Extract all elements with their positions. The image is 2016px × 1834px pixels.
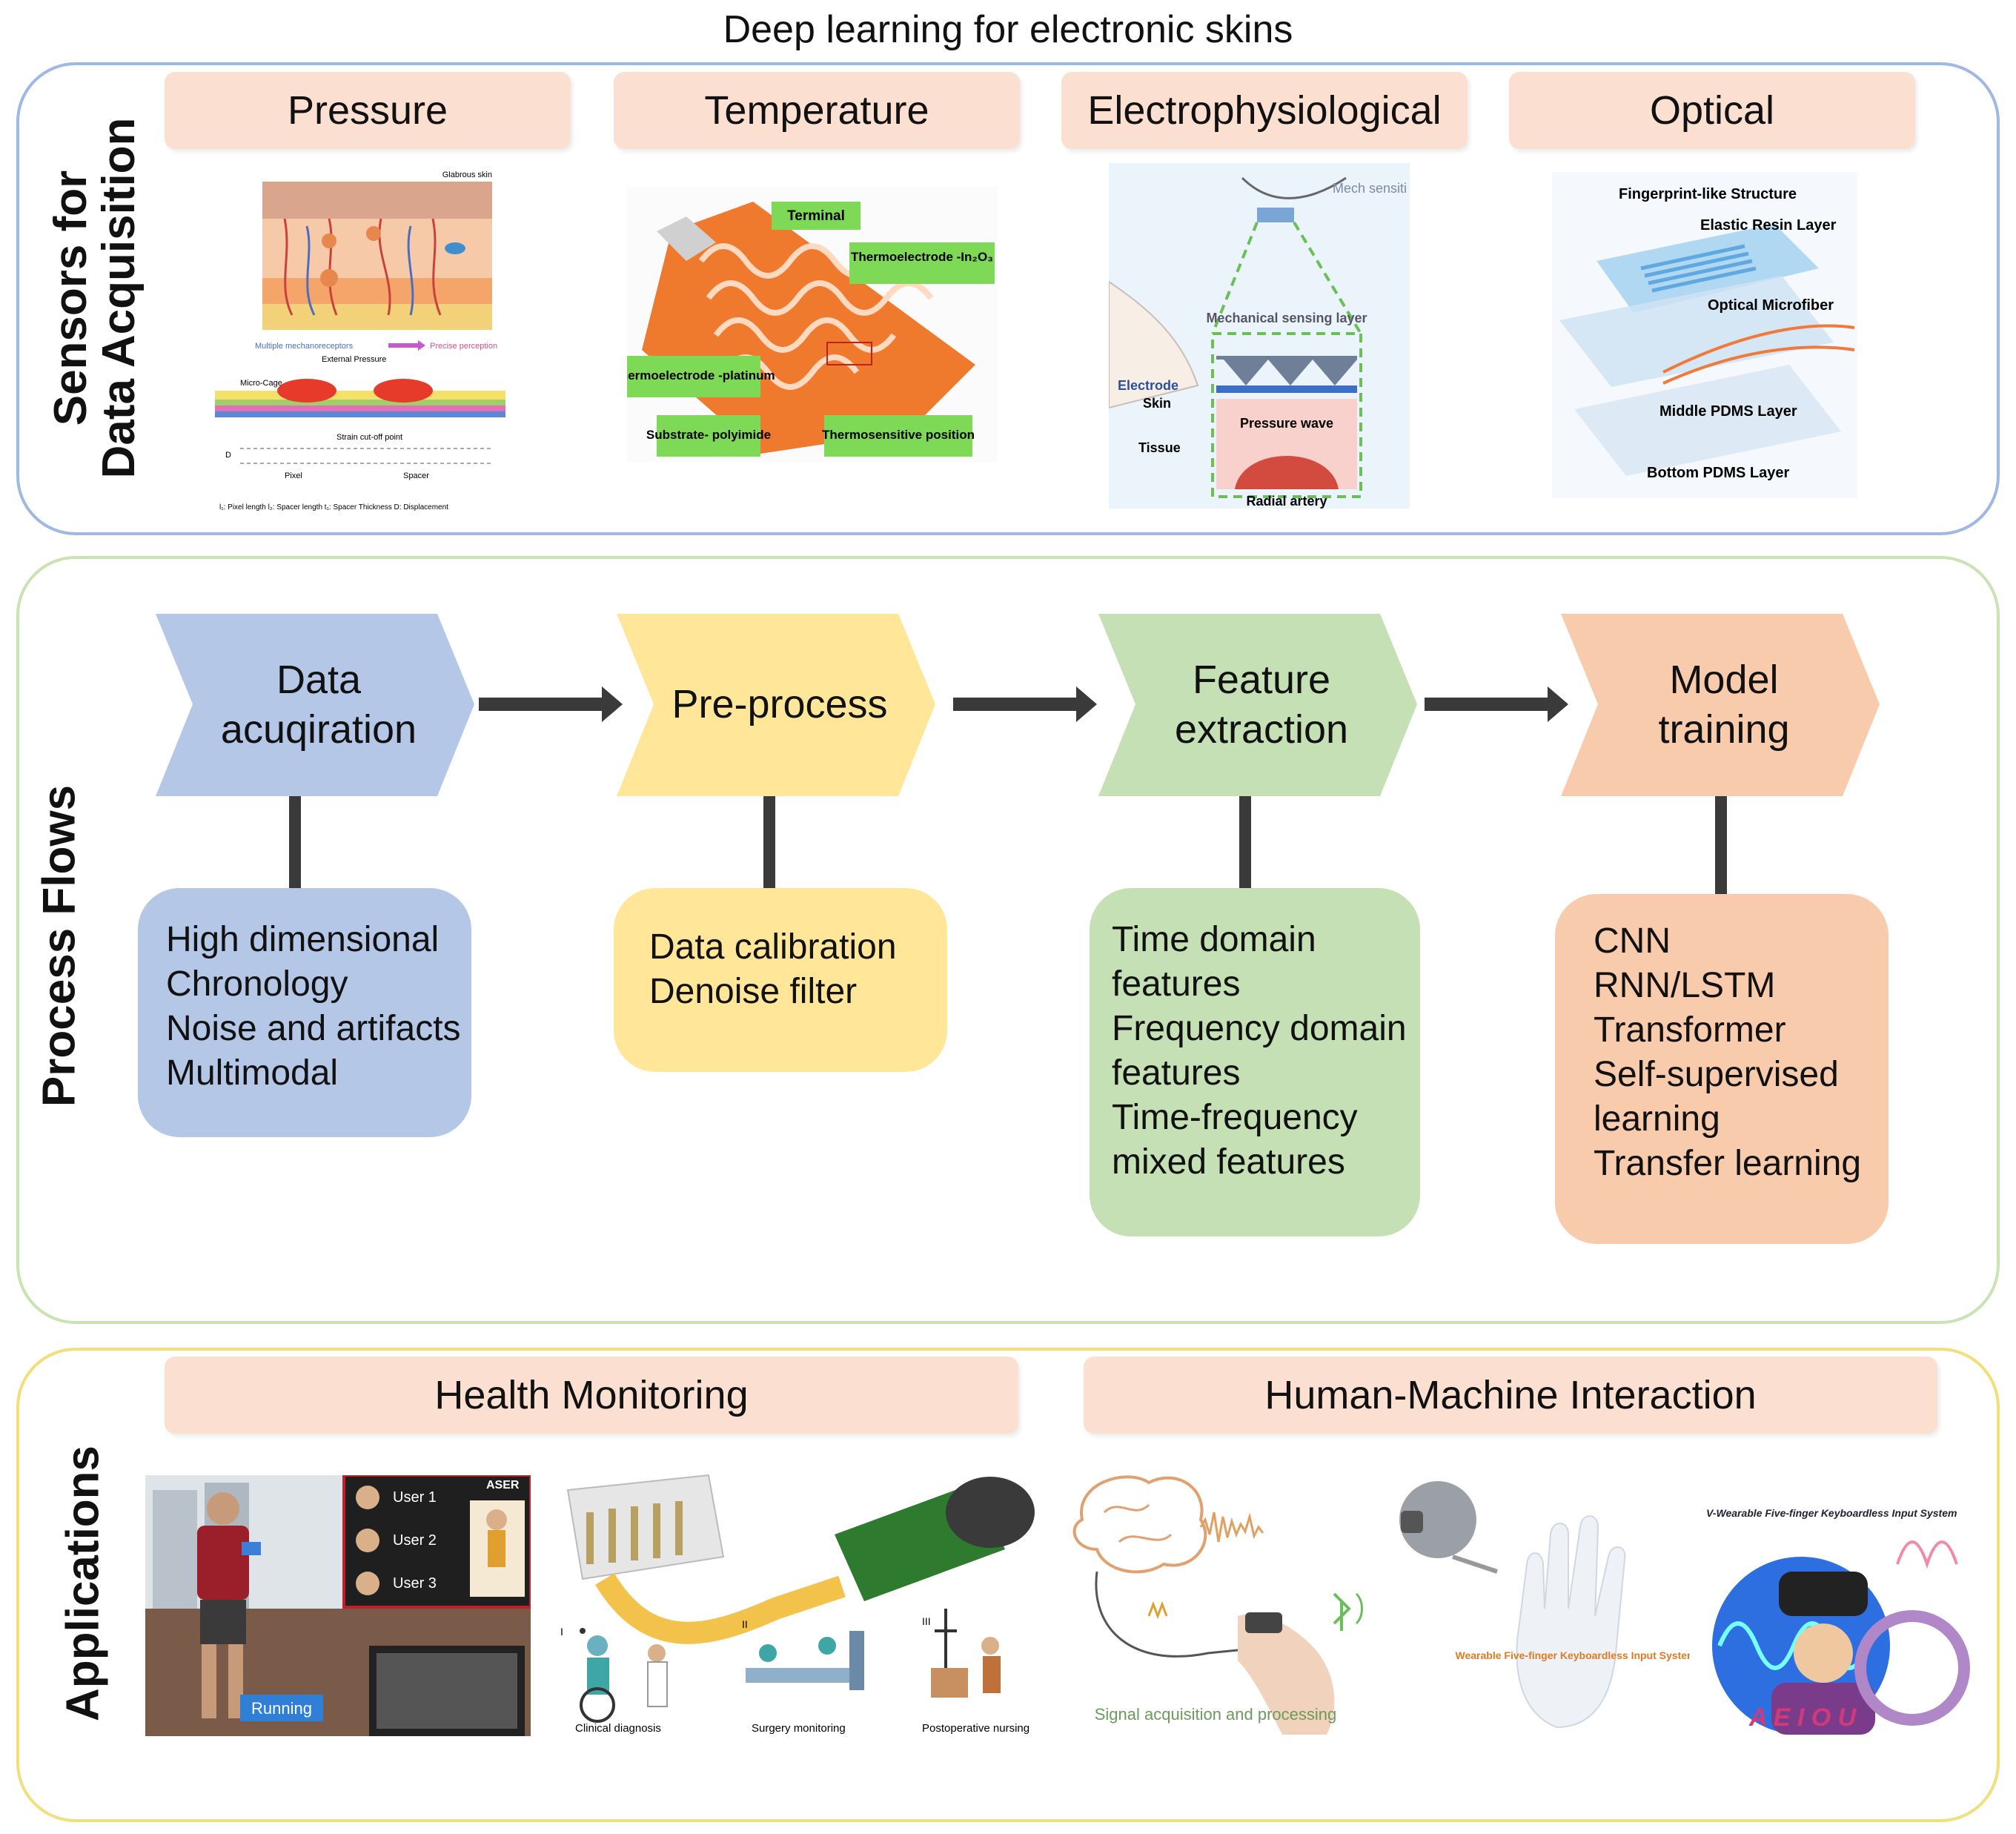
pressure-external-label: External Pressure <box>322 355 386 364</box>
temp-position-label: Thermosensitive position <box>822 428 975 442</box>
temp-substrate-label: Substrate- polyimide <box>646 428 771 442</box>
vowels-label: A E I O U <box>1748 1704 1857 1732</box>
arrow-2 <box>953 686 1097 722</box>
arrow-1 <box>479 686 623 722</box>
pressure-micro-label: Micro-Cage <box>240 379 282 388</box>
keyboard-caption: Wearable Five-finger Keyboardless Input … <box>1456 1649 1690 1661</box>
running-demo-image: User 1 User 2 User 3 ASER Running <box>145 1474 532 1736</box>
user-2-label: User 2 <box>393 1532 437 1549</box>
clinical-applications-image: I II III Clinical diagnosis Surgery moni… <box>560 1468 1035 1739</box>
pressure-legend: l₁: Pixel length l₂: Spacer length t₁: S… <box>219 503 448 512</box>
pressure-d-label: D <box>225 451 231 460</box>
vr-title: V-Wearable Five-finger Keyboardless Inpu… <box>1706 1507 1957 1519</box>
category-optical: Optical <box>1509 72 1915 149</box>
connector-3 <box>1239 796 1251 888</box>
running-label: Running <box>251 1699 312 1718</box>
right-label: R <box>1924 1668 1936 1686</box>
optical-fingerprint-label: Fingerprint-like Structure <box>1619 186 1797 202</box>
aser-label: ASER <box>486 1479 520 1492</box>
chevron-model-training <box>1561 614 1880 796</box>
category-health-monitoring: Health Monitoring <box>165 1357 1018 1434</box>
electro-mech-sens-label: Mech sensiti <box>1333 181 1407 196</box>
keyboardless-hand-image: Wearable Five-finger Keyboardless Input … <box>1386 1475 1696 1736</box>
temperature-sensor-figure: Terminal Thermoelectrode -In₂O₃ Thermoel… <box>612 187 998 463</box>
pressure-precise-label: Precise perception <box>430 342 497 351</box>
roman-i: I <box>560 1626 563 1638</box>
pressure-skin-label: Glabrous skin <box>442 171 492 179</box>
signal-acquisition-caption: Signal acquisition and processing <box>1095 1705 1337 1724</box>
applications-section-label: Applications <box>57 1445 109 1722</box>
electro-skin-label: Skin <box>1143 396 1171 411</box>
pressure-sensor-figure: Glabrous skin Multiple mechanoreceptors … <box>210 167 522 515</box>
step-2-details: Data calibration Denoise filter <box>614 888 947 1072</box>
signal-acquisition-image: Signal acquisition and processing <box>1060 1468 1386 1749</box>
postoperative-nursing-caption: Postoperative nursing <box>922 1722 1029 1735</box>
electro-tissue-label: Tissue <box>1138 440 1181 455</box>
category-hmi: Human-Machine Interaction <box>1084 1357 1937 1434</box>
category-electrophysiological: Electrophysiological <box>1061 72 1468 149</box>
electro-wave-label: Pressure wave <box>1240 416 1333 431</box>
step-1-details: High dimensional Chronology Noise and ar… <box>138 888 471 1137</box>
left-label: L <box>1893 1668 1903 1686</box>
chevron-pre-process <box>617 614 935 796</box>
temp-platinum-label: Thermoelectrode -platinum <box>627 368 775 383</box>
electrophysiological-sensor-figure: Mech sensiti Mechanical sensing layer El… <box>1108 163 1410 509</box>
optical-resin-label: Elastic Resin Layer <box>1700 217 1837 234</box>
user-3-label: User 3 <box>393 1575 437 1592</box>
electro-mech-layer-label: Mechanical sensing layer <box>1206 311 1367 325</box>
step-4-details: CNN RNN/LSTM Transformer Self-supervised… <box>1555 894 1889 1244</box>
pressure-strain-label: Strain cut-off point <box>336 433 402 442</box>
electro-electrode-label: Electrode <box>1118 378 1178 393</box>
arrow-3 <box>1425 686 1568 722</box>
optical-middle-label: Middle PDMS Layer <box>1659 403 1797 420</box>
category-pressure: Pressure <box>165 72 571 149</box>
optical-fiber-label: Optical Microfiber <box>1708 297 1834 314</box>
roman-iii: III <box>922 1615 931 1627</box>
category-temperature: Temperature <box>614 72 1020 149</box>
user-1-label: User 1 <box>393 1489 437 1506</box>
clinical-diagnosis-caption: Clinical diagnosis <box>575 1722 661 1735</box>
temp-in2o3-label: Thermoelectrode -In₂O₃ <box>851 250 993 264</box>
step-3-details: Time domain features Frequency domain fe… <box>1090 888 1420 1237</box>
roman-ii: II <box>742 1618 748 1630</box>
pressure-pixel-label: Pixel <box>285 471 302 480</box>
chevron-data-acquisition <box>156 614 474 796</box>
connector-1 <box>289 796 301 888</box>
surgery-monitoring-caption: Surgery monitoring <box>752 1722 846 1735</box>
pressure-spacer-label: Spacer <box>403 471 429 480</box>
temp-terminal-label: Terminal <box>787 208 845 224</box>
vr-keyboardless-image: V-Wearable Five-finger Keyboardless Inpu… <box>1705 1505 1977 1739</box>
pressure-mech-label: Multiple mechanoreceptors <box>255 342 354 351</box>
optical-sensor-figure: Fingerprint-like Structure Elastic Resin… <box>1552 172 1857 498</box>
step-2-title: Pre-process <box>672 682 888 727</box>
connector-4 <box>1715 796 1727 894</box>
connector-2 <box>763 796 775 888</box>
optical-bottom-label: Bottom PDMS Layer <box>1647 465 1789 481</box>
electro-artery-label: Radial artery <box>1246 494 1327 509</box>
main-title: Deep learning for electronic skins <box>723 8 1293 51</box>
chevron-feature-extraction <box>1098 614 1417 796</box>
